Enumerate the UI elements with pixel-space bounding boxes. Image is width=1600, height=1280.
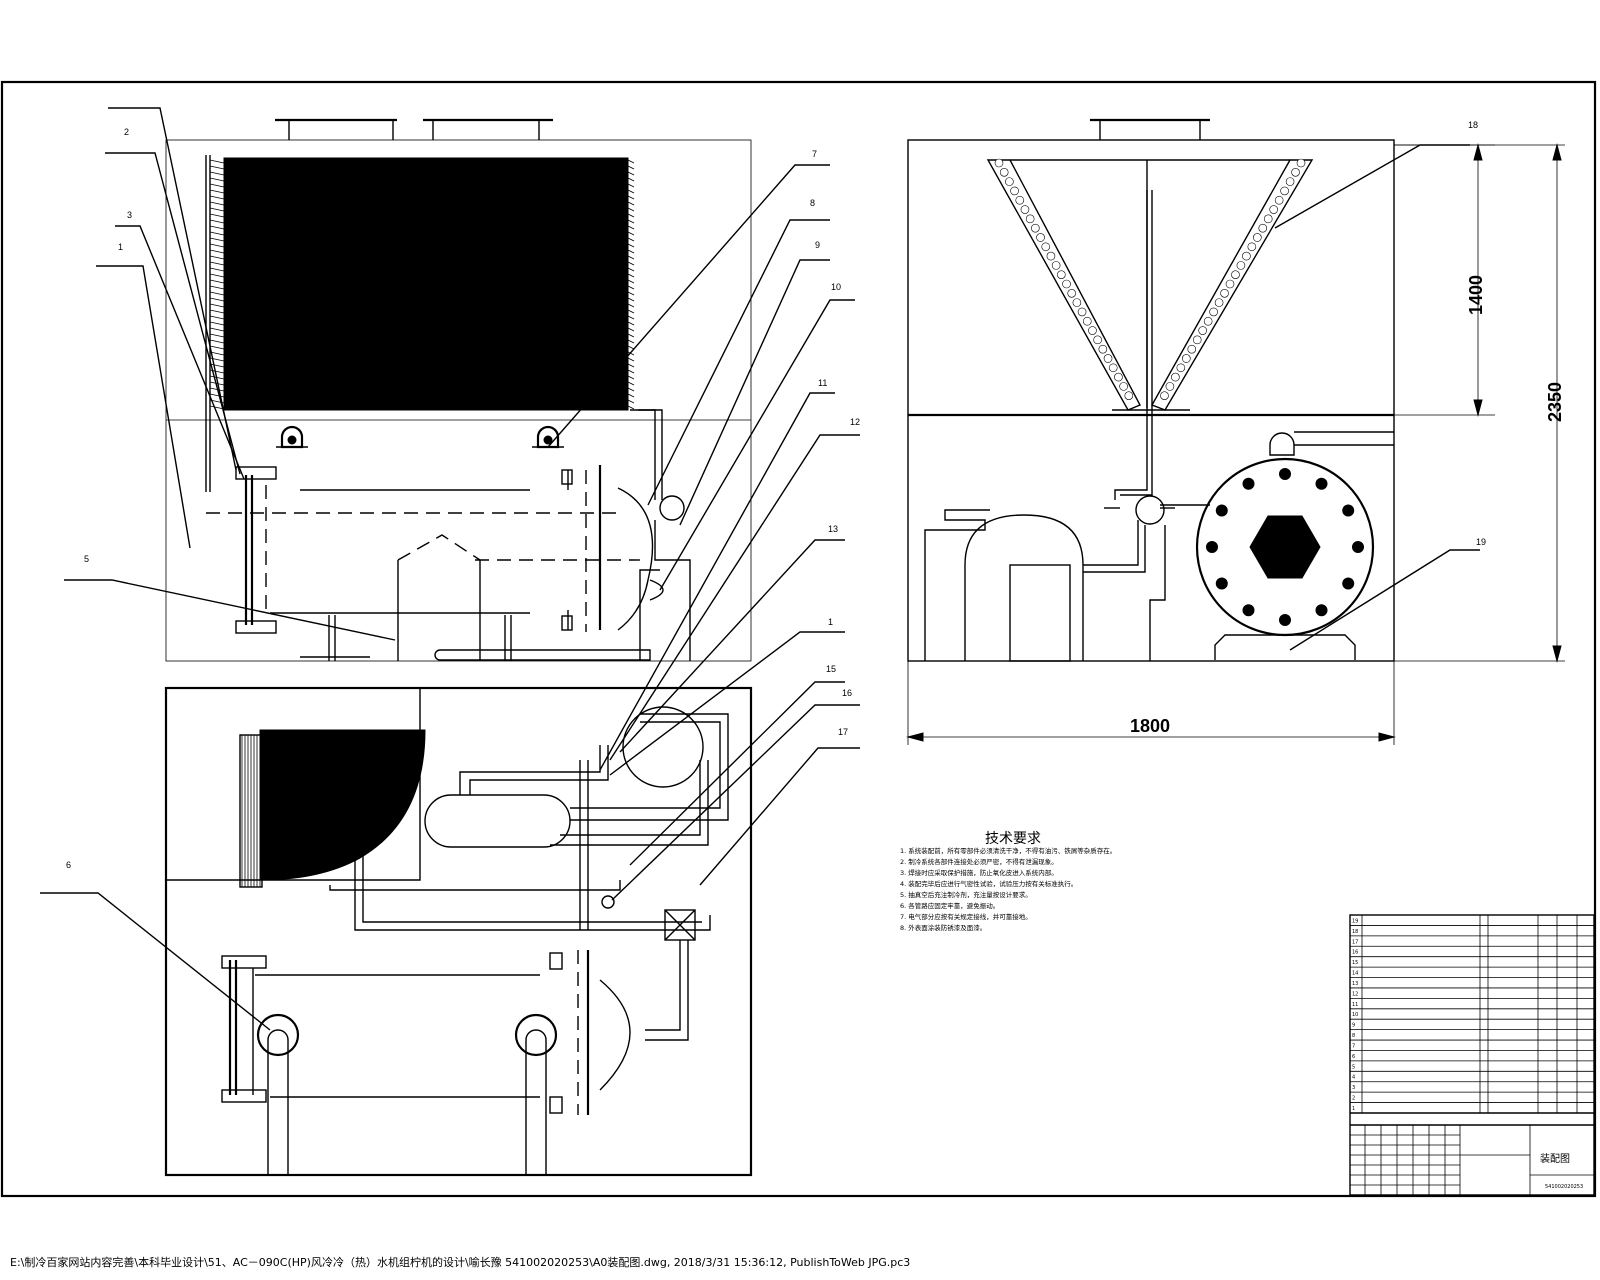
bom-row-number: 5 xyxy=(1352,1064,1355,1070)
part-label: 1 xyxy=(828,617,833,627)
part-label: 2 xyxy=(124,127,129,137)
bom-row-number: 19 xyxy=(1352,918,1358,924)
note-line: 7. 电气部分应按有关规定接线，并可靠接地。 xyxy=(900,912,1032,921)
bom-row-number: 13 xyxy=(1352,981,1358,987)
pump-flange xyxy=(1195,457,1375,637)
dim-width: 1800 xyxy=(1130,716,1170,736)
lifting-lug xyxy=(532,425,564,449)
bom-row-number: 17 xyxy=(1352,939,1358,945)
dim-height-total: 2350 xyxy=(1545,382,1565,422)
note-line: 4. 装配完毕后应进行气密性试验，试验压力按有关标准执行。 xyxy=(900,879,1077,888)
coil-fins xyxy=(209,159,635,410)
lifting-lug xyxy=(276,425,308,449)
part-label: 9 xyxy=(815,240,820,250)
bom-row-number: 6 xyxy=(1352,1054,1355,1060)
note-line: 6. 各管路应固定牢靠，避免振动。 xyxy=(900,901,999,910)
part-label: 8 xyxy=(810,198,815,208)
file-path-footer: E:\制冷百家网站内容完善\本科毕业设计\51、AC－090C(HP)风冷冷（热… xyxy=(10,1256,911,1269)
part-label: 1 xyxy=(118,242,123,252)
drawing-name: 装配图 xyxy=(1540,1152,1570,1165)
part-label: 16 xyxy=(842,688,852,698)
note-line: 8. 外表面涂装防锈漆及面漆。 xyxy=(900,923,986,932)
plan-view-casing xyxy=(164,686,753,1177)
part-label: 18 xyxy=(1468,120,1478,130)
technical-notes: 技术要求 1. 系统装配前，所有零部件必须清洗干净，不得有油污、铁屑等杂质存在。… xyxy=(900,831,1116,932)
bom-row-number: 16 xyxy=(1352,950,1358,956)
bom-row-number: 3 xyxy=(1352,1085,1355,1091)
bom-row-number: 4 xyxy=(1352,1075,1355,1081)
bom-row-number: 18 xyxy=(1352,929,1358,935)
notes-title: 技术要求 xyxy=(985,831,1041,847)
part-label: 11 xyxy=(818,378,827,388)
drawing-frame xyxy=(0,80,1597,1198)
note-line: 5. 抽真空后充注制冷剂，充注量按设计要求。 xyxy=(900,890,1032,899)
part-label: 17 xyxy=(838,727,848,737)
v-coil-left xyxy=(986,159,1141,411)
compressor-side xyxy=(964,514,1084,661)
bom-row-number: 12 xyxy=(1352,991,1358,997)
part-label: 5 xyxy=(84,554,89,564)
condenser-coil xyxy=(223,157,629,411)
part-label: 3 xyxy=(127,210,132,220)
bom-row-number: 9 xyxy=(1352,1023,1355,1029)
drawing-number: 541002020253 xyxy=(1545,1184,1583,1190)
bom-row-number: 1 xyxy=(1352,1106,1355,1112)
part-label: 6 xyxy=(66,860,71,870)
part-label: 13 xyxy=(828,524,838,534)
side-view-casing xyxy=(907,139,1395,662)
plan-view xyxy=(164,686,753,1177)
bom-row-number: 11 xyxy=(1352,1002,1358,1008)
front-view xyxy=(165,118,752,662)
bom-row-number: 15 xyxy=(1352,960,1358,966)
side-view: 1400 2350 1800 xyxy=(906,118,1565,745)
coil-fins xyxy=(241,735,261,887)
receiver-tank xyxy=(424,794,571,848)
part-label: 12 xyxy=(850,417,860,427)
part-label: 10 xyxy=(831,282,841,292)
plan-coil xyxy=(259,729,426,881)
part-label: 15 xyxy=(826,664,836,674)
bom-row-number: 2 xyxy=(1352,1096,1355,1102)
part-label: 7 xyxy=(812,149,817,159)
bom-row-number: 14 xyxy=(1352,971,1358,977)
dim-height-upper: 1400 xyxy=(1466,275,1486,315)
compressor-top xyxy=(622,706,704,788)
bom-row-number: 8 xyxy=(1352,1033,1355,1039)
bom-row-number: 10 xyxy=(1352,1012,1358,1018)
note-line: 2. 制冷系统各部件连接处必须严密，不得有泄漏现象。 xyxy=(900,857,1058,866)
coil-hatch xyxy=(994,158,1306,400)
nozzle xyxy=(256,1013,300,1175)
note-line: 3. 焊接时应采取保护措施，防止氧化皮进入系统内部。 xyxy=(900,868,1058,877)
leader-lines xyxy=(40,107,1480,1031)
bom-row-number: 7 xyxy=(1352,1043,1355,1049)
note-line: 1. 系统装配前，所有零部件必须清洗干净，不得有油污、铁屑等杂质存在。 xyxy=(900,846,1116,855)
title-block: 19 18 17 16 15 14 13 12 11 10 9 8 7 6 5 4 3 2 1 装配图 541002… xyxy=(1349,914,1595,1196)
nozzle xyxy=(514,1013,558,1175)
part-label: 19 xyxy=(1476,537,1486,547)
